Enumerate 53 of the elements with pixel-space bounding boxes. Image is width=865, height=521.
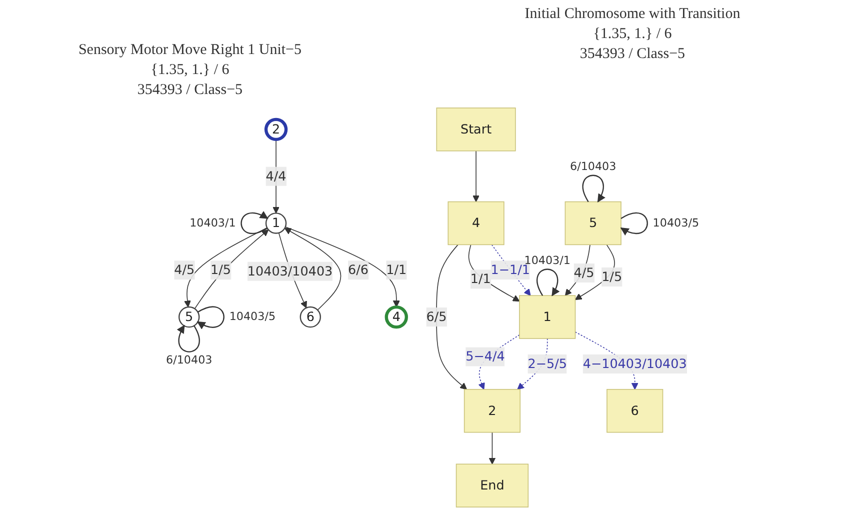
arrow [574, 244, 615, 300]
node-circle: 5 [178, 306, 200, 328]
arrow [488, 432, 496, 464]
edge-label: 6/5 [426, 309, 447, 324]
arrow [284, 226, 400, 308]
edge-label: 1/5 [210, 262, 232, 278]
edge-label: 4−10403/10403 [582, 356, 687, 372]
edge-label: 10403/1 [190, 216, 236, 230]
edge-label: 10403/10403 [247, 263, 333, 278]
node-circle: 1 [265, 212, 287, 234]
edge-label: 10403/5 [229, 310, 276, 324]
node-circle: 2 [264, 118, 288, 142]
loop-arrow [177, 324, 200, 352]
loop-arrow [196, 306, 224, 329]
edge-label: 6/10403 [570, 160, 616, 173]
arrow [284, 228, 342, 310]
node-box: 2 [464, 388, 521, 433]
arrow [436, 244, 468, 390]
loop-arrow [240, 211, 268, 234]
graph-heading-label: Sensory Motor Move Right 1 Unit−5 [77, 41, 303, 60]
edge-label: 4/5 [174, 262, 195, 278]
edge-label: 1/5 [602, 269, 622, 284]
node-circle: 4 [384, 305, 408, 329]
edge-label: 5−4/4 [466, 348, 505, 364]
node-box: 1 [519, 295, 576, 339]
arrow [272, 139, 280, 214]
loop-arrow [620, 212, 648, 236]
graph-heading-label: Initial Chromosome with Transition [524, 5, 742, 24]
graph-info-label: 354393 / Class−5 [578, 45, 686, 64]
graph-info-label: {1.35, 1.} / 6 [592, 25, 673, 44]
graph-info-label: 354393 / Class−5 [136, 81, 244, 100]
node-box: 4 [448, 201, 504, 246]
loop-arrow [582, 174, 605, 202]
node-box: 6 [606, 388, 664, 433]
edge-label: 6/6 [348, 262, 369, 278]
edge-label: 2−5/5 [528, 356, 567, 372]
edge-label: 4/5 [574, 265, 594, 280]
edge-label: 1/1 [470, 271, 491, 286]
arrow [194, 229, 269, 310]
edge-label: 6/10403 [166, 354, 212, 367]
arrow [468, 244, 520, 302]
edge-label: 1/1 [386, 262, 407, 278]
node-box: 5 [564, 201, 622, 246]
arrow [564, 244, 590, 296]
loop-arrow [536, 268, 560, 296]
node-box: End [456, 464, 529, 508]
arrow [184, 227, 268, 308]
graph-info-label: {1.35, 1.} / 6 [150, 61, 230, 80]
edge-label: 4/4 [266, 168, 286, 184]
arrow [472, 150, 480, 202]
node-box: Start [436, 108, 516, 152]
edge-label: 10403/5 [652, 216, 700, 230]
node-circle: 6 [300, 306, 322, 328]
